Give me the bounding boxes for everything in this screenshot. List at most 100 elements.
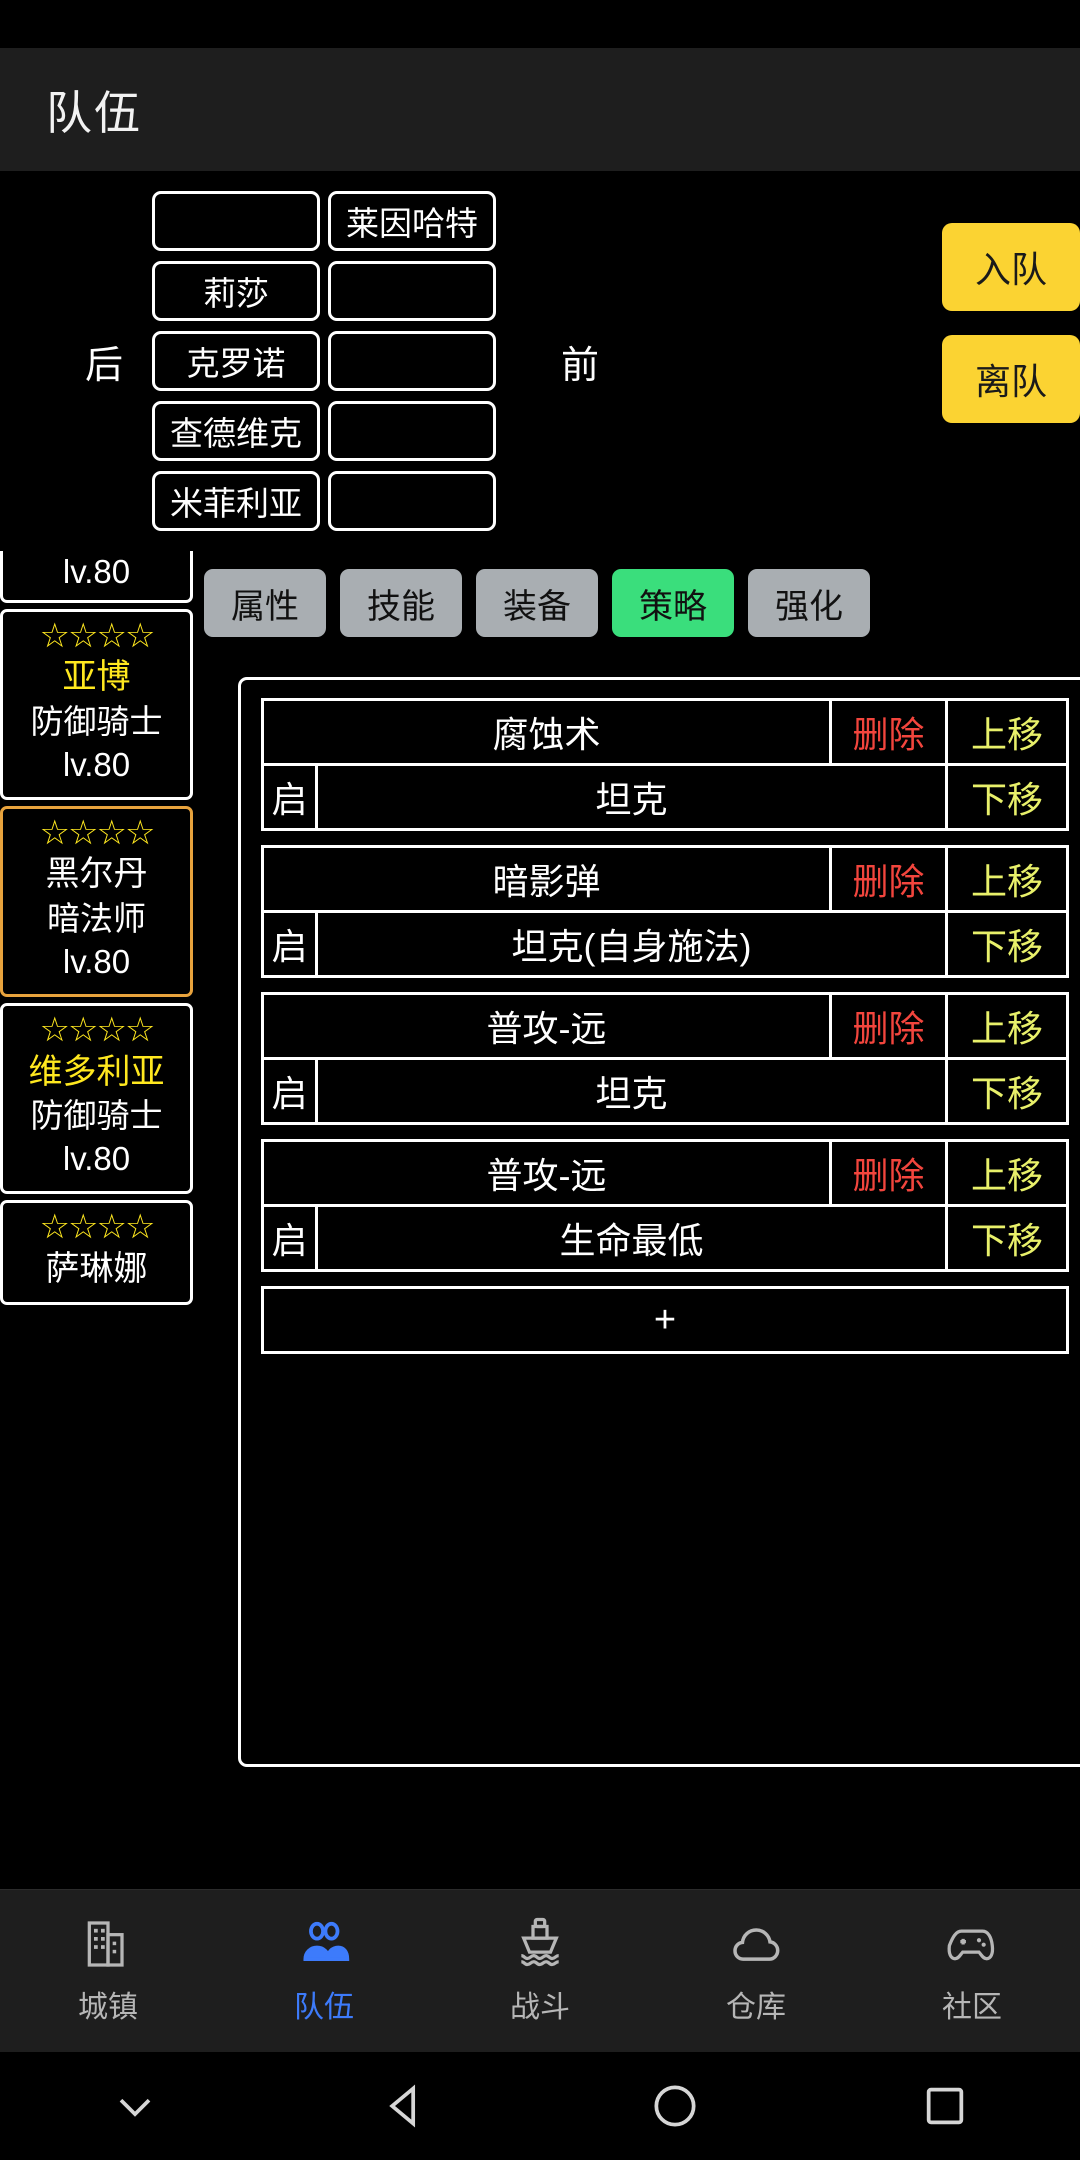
strategy-move-up-button[interactable]: 上移 [970, 714, 1043, 755]
circle-home-icon[interactable] [647, 2078, 703, 2134]
formation-slot-back-3[interactable]: 克罗诺 [152, 331, 320, 391]
character-name: 亚博 [62, 658, 131, 697]
strategy-add-button[interactable]: + [261, 1286, 1069, 1354]
character-card-yabo[interactable]: ☆☆☆☆ 亚博 防御骑士 lv.80 [0, 609, 193, 801]
strategy-move-down-button[interactable]: 下移 [970, 1073, 1043, 1114]
building-icon [87, 1921, 124, 1967]
page-title: 队伍 [46, 86, 142, 139]
character-card-salinna[interactable]: ☆☆☆☆ 萨琳娜 [0, 1200, 193, 1306]
strategy-delete-button[interactable]: 删除 [832, 995, 948, 1057]
strategy-skill-name[interactable]: 普攻-远 [264, 1142, 832, 1204]
strategy-enable-toggle[interactable]: 启 [264, 1207, 318, 1269]
strategy-target-row: 启 坦克 下移 [264, 766, 1066, 828]
strategy-skill-name[interactable]: 普攻-远 [264, 995, 832, 1057]
nav-label-battle: 战斗 [510, 1991, 570, 2024]
status-bar [0, 0, 1080, 48]
formation-slot-back-4[interactable]: 查德维克 [152, 401, 320, 461]
formation-slot-front-1[interactable]: 莱因哈特 [328, 191, 496, 251]
cloud-icon [733, 1928, 780, 1961]
strategy-move-down-button[interactable]: 下移 [970, 926, 1043, 967]
join-team-button[interactable]: 入队 [942, 223, 1080, 311]
formation-slot-back-2[interactable]: 莉莎 [152, 261, 320, 321]
page-header: 队伍 [0, 48, 1080, 171]
strategy-delete-button[interactable]: 删除 [832, 1142, 948, 1204]
character-class: 暗法师 [47, 900, 146, 938]
formation-panel: 后 莱因哈特 莉莎 克罗诺 查德维克 米菲利亚 前 [0, 171, 1080, 551]
strategy-list: 腐蚀术 删除 上移 启 坦克 下移 暗影弹 删除 上移 [238, 677, 1080, 1767]
character-class: 防御骑士 [30, 1097, 163, 1135]
formation-row: 米菲利亚 [152, 471, 496, 531]
tab-enhance[interactable]: 强化 [748, 569, 870, 637]
character-list[interactable]: lv.80 ☆☆☆☆ 亚博 防御骑士 lv.80 ☆☆☆☆ 黑尔丹 暗法师 lv… [0, 551, 193, 1781]
square-recents-icon[interactable] [917, 2078, 973, 2134]
ship-icon [521, 1917, 559, 1967]
strategy-skill-row: 腐蚀术 删除 上移 [264, 701, 1066, 766]
nav-item-team[interactable]: 队伍 [216, 1916, 432, 2026]
strategy-item: 腐蚀术 删除 上移 启 坦克 下移 [261, 698, 1069, 831]
strategy-target-row: 启 坦克 下移 [264, 1060, 1066, 1122]
formation-slot-back-5[interactable]: 米菲利亚 [152, 471, 320, 531]
tab-attributes[interactable]: 属性 [204, 569, 326, 637]
character-card-partial[interactable]: lv.80 [0, 551, 193, 603]
strategy-skill-name[interactable]: 腐蚀术 [264, 701, 832, 763]
character-card-weiduoliya[interactable]: ☆☆☆☆ 维多利亚 防御骑士 lv.80 [0, 1003, 193, 1195]
character-level: lv.80 [62, 943, 131, 981]
strategy-delete-button[interactable]: 删除 [832, 701, 948, 763]
formation-row: 莉莎 [152, 261, 496, 321]
tab-strategy[interactable]: 策略 [612, 569, 734, 637]
android-system-bar [0, 2052, 1080, 2160]
tab-skills[interactable]: 技能 [340, 569, 462, 637]
strategy-enable-toggle[interactable]: 启 [264, 913, 318, 975]
formation-slot-front-2[interactable] [328, 261, 496, 321]
leave-team-button[interactable]: 离队 [942, 335, 1080, 423]
people-icon [303, 1921, 350, 1962]
formation-actions: 入队 离队 [942, 223, 1080, 423]
formation-grid: 莱因哈特 莉莎 克罗诺 查德维克 米菲利亚 [152, 191, 496, 531]
strategy-item: 普攻-远 删除 上移 启 坦克 下移 [261, 992, 1069, 1125]
strategy-target[interactable]: 坦克(自身施法) [318, 913, 948, 975]
formation-slot-front-3[interactable] [328, 331, 496, 391]
strategy-skill-row: 暗影弹 删除 上移 [264, 848, 1066, 913]
nav-item-town[interactable]: 城镇 [0, 1916, 216, 2026]
tab-equipment[interactable]: 装备 [476, 569, 598, 637]
nav-label-team: 队伍 [294, 1991, 354, 2024]
strategy-skill-name[interactable]: 暗影弹 [264, 848, 832, 910]
nav-item-battle[interactable]: 战斗 [432, 1916, 648, 2026]
character-name: 维多利亚 [28, 1052, 165, 1091]
chevron-down-icon[interactable] [107, 2078, 163, 2134]
strategy-target-row: 启 生命最低 下移 [264, 1207, 1066, 1269]
character-card-heierdan[interactable]: ☆☆☆☆ 黑尔丹 暗法师 lv.80 [0, 806, 193, 998]
nav-label-warehouse: 仓库 [726, 1991, 786, 2024]
strategy-move-up-button[interactable]: 上移 [970, 861, 1043, 902]
strategy-item: 暗影弹 删除 上移 启 坦克(自身施法) 下移 [261, 845, 1069, 978]
strategy-delete-button[interactable]: 删除 [832, 848, 948, 910]
detail-panel: 属性 技能 装备 策略 强化 腐蚀术 删除 上移 启 坦克 下移 [200, 551, 1080, 1767]
formation-slot-back-1[interactable] [152, 191, 320, 251]
strategy-enable-toggle[interactable]: 启 [264, 766, 318, 828]
character-class: 防御骑士 [30, 703, 163, 741]
strategy-move-up-button[interactable]: 上移 [970, 1155, 1043, 1196]
formation-slot-front-4[interactable] [328, 401, 496, 461]
formation-slot-front-5[interactable] [328, 471, 496, 531]
nav-item-warehouse[interactable]: 仓库 [648, 1916, 864, 2026]
character-name: 黑尔丹 [45, 855, 148, 894]
formation-row: 克罗诺 [152, 331, 496, 391]
nav-item-community[interactable]: 社区 [864, 1916, 1080, 2026]
triangle-back-icon[interactable] [377, 2078, 433, 2134]
strategy-enable-toggle[interactable]: 启 [264, 1060, 318, 1122]
nav-label-town: 城镇 [78, 1991, 138, 2024]
strategy-target[interactable]: 坦克 [318, 1060, 948, 1122]
strategy-skill-row: 普攻-远 删除 上移 [264, 1142, 1066, 1207]
formation-row: 莱因哈特 [152, 191, 496, 251]
strategy-move-down-button[interactable]: 下移 [970, 779, 1043, 820]
strategy-move-down-button[interactable]: 下移 [970, 1220, 1043, 1261]
character-level: lv.80 [62, 1140, 131, 1178]
strategy-move-up-button[interactable]: 上移 [970, 1008, 1043, 1049]
strategy-target[interactable]: 生命最低 [318, 1207, 948, 1269]
front-row-label: 前 [560, 344, 599, 387]
body-split: lv.80 ☆☆☆☆ 亚博 防御骑士 lv.80 ☆☆☆☆ 黑尔丹 暗法师 lv… [0, 551, 1080, 1811]
strategy-target[interactable]: 坦克 [318, 766, 948, 828]
strategy-item: 普攻-远 删除 上移 启 生命最低 下移 [261, 1139, 1069, 1272]
rarity-stars: ☆☆☆☆ [39, 814, 156, 853]
